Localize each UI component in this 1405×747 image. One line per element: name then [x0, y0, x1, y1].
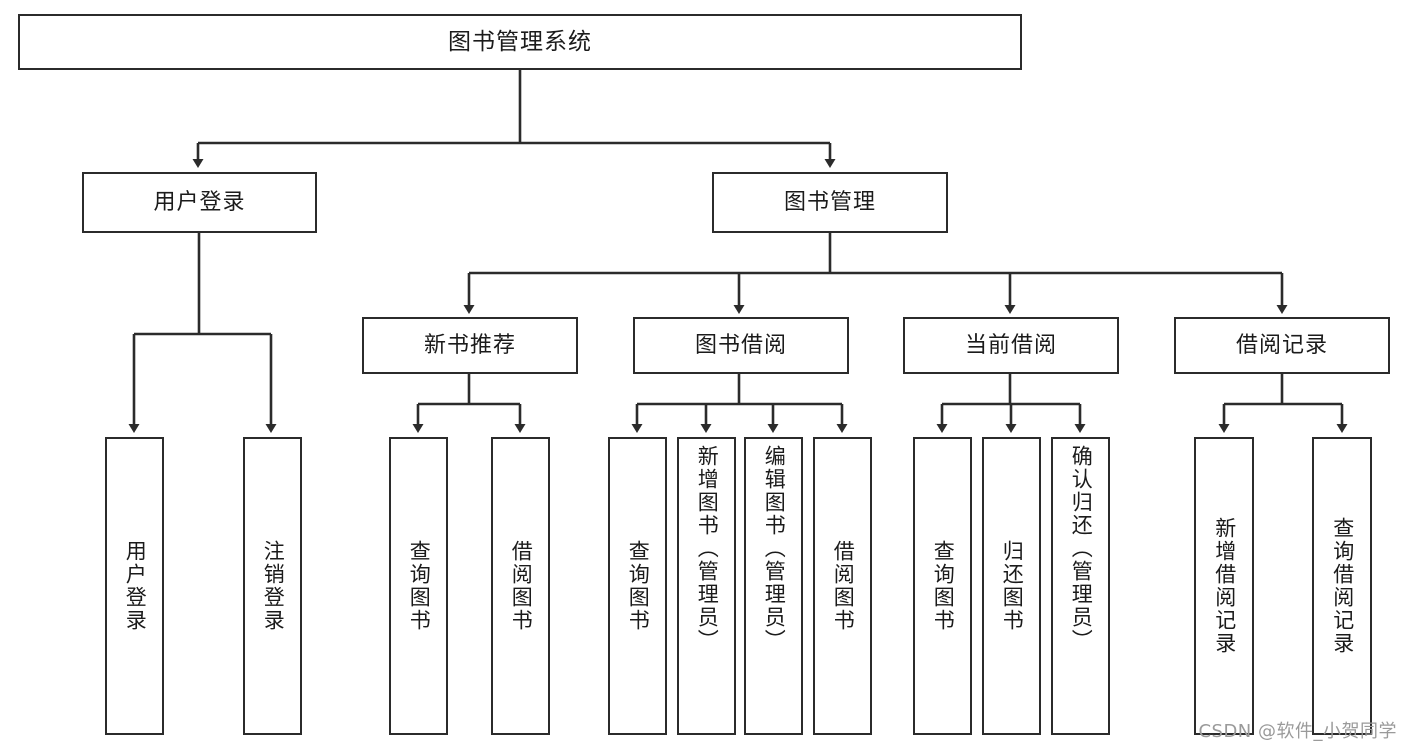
node-label: 当前借阅 — [964, 332, 1057, 358]
leaf-newbook-borrow-book[interactable]: 借阅图书 — [491, 437, 550, 735]
leaf-text-wrap: 新增借阅记录 — [1196, 439, 1252, 733]
leaf-text-wrap: 借阅图书 — [493, 439, 548, 733]
leaf-text-wrap: 查询图书 — [915, 439, 970, 733]
node-label: 确认归还（管理员） — [1069, 445, 1094, 652]
leaf-current-query-book[interactable]: 查询图书 — [913, 437, 972, 735]
node-label: 图书管理 — [783, 189, 876, 215]
leaf-borrow-edit-book-admin[interactable]: 编辑图书（管理员） — [744, 437, 803, 735]
node-label: 归还图书 — [1000, 540, 1025, 632]
leaf-text-wrap: 用户登录 — [107, 439, 162, 733]
node-book-management[interactable]: 图书管理 — [712, 172, 948, 233]
node-label: 用户登录 — [153, 189, 246, 215]
node-label: 新增图书（管理员） — [695, 445, 720, 652]
leaf-text-wrap: 查询图书 — [391, 439, 446, 733]
node-label: 图书管理系统 — [448, 28, 592, 55]
node-label: 查询图书 — [407, 540, 432, 632]
node-label: 用户登录 — [123, 540, 148, 632]
node-label: 图书借阅 — [694, 332, 787, 358]
leaf-newbook-query-book[interactable]: 查询图书 — [389, 437, 448, 735]
node-label: 编辑图书（管理员） — [762, 445, 787, 652]
leaf-current-return-book[interactable]: 归还图书 — [982, 437, 1041, 735]
leaf-text-wrap: 归还图书 — [984, 439, 1039, 733]
node-user-login[interactable]: 用户登录 — [82, 172, 317, 233]
node-new-book-recommend[interactable]: 新书推荐 — [362, 317, 578, 374]
leaf-borrow-borrow-book[interactable]: 借阅图书 — [813, 437, 872, 735]
node-label: 查询图书 — [626, 540, 651, 632]
leaf-text-wrap: 注销登录 — [245, 439, 300, 733]
node-label: 查询借阅记录 — [1330, 517, 1355, 655]
leaf-text-wrap: 查询图书 — [610, 439, 665, 733]
node-label: 借阅图书 — [509, 540, 534, 632]
leaf-text-wrap: 借阅图书 — [815, 439, 870, 733]
node-root-system[interactable]: 图书管理系统 — [18, 14, 1022, 70]
leaf-current-confirm-return-admin[interactable]: 确认归还（管理员） — [1051, 437, 1110, 735]
leaf-logout-login[interactable]: 注销登录 — [243, 437, 302, 735]
csdn-watermark: CSDN @软件_小贺同学 — [1198, 721, 1397, 742]
leaf-text-wrap: 查询借阅记录 — [1314, 439, 1370, 733]
node-label: 借阅记录 — [1235, 332, 1328, 358]
node-label: 借阅图书 — [831, 540, 856, 632]
node-current-borrow[interactable]: 当前借阅 — [903, 317, 1119, 374]
leaf-record-query-record[interactable]: 查询借阅记录 — [1312, 437, 1372, 735]
leaf-borrow-add-book-admin[interactable]: 新增图书（管理员） — [677, 437, 736, 735]
leaf-record-add-record[interactable]: 新增借阅记录 — [1194, 437, 1254, 735]
node-label: 新书推荐 — [423, 332, 516, 358]
leaf-text-wrap: 确认归还（管理员） — [1053, 439, 1108, 733]
leaf-text-wrap: 编辑图书（管理员） — [746, 439, 801, 733]
node-label: 查询图书 — [931, 540, 956, 632]
node-book-borrow[interactable]: 图书借阅 — [633, 317, 849, 374]
leaf-user-login[interactable]: 用户登录 — [105, 437, 164, 735]
node-label: 新增借阅记录 — [1212, 517, 1237, 655]
node-borrow-record[interactable]: 借阅记录 — [1174, 317, 1390, 374]
node-label: 注销登录 — [261, 540, 286, 632]
leaf-borrow-query-book[interactable]: 查询图书 — [608, 437, 667, 735]
leaf-text-wrap: 新增图书（管理员） — [679, 439, 734, 733]
